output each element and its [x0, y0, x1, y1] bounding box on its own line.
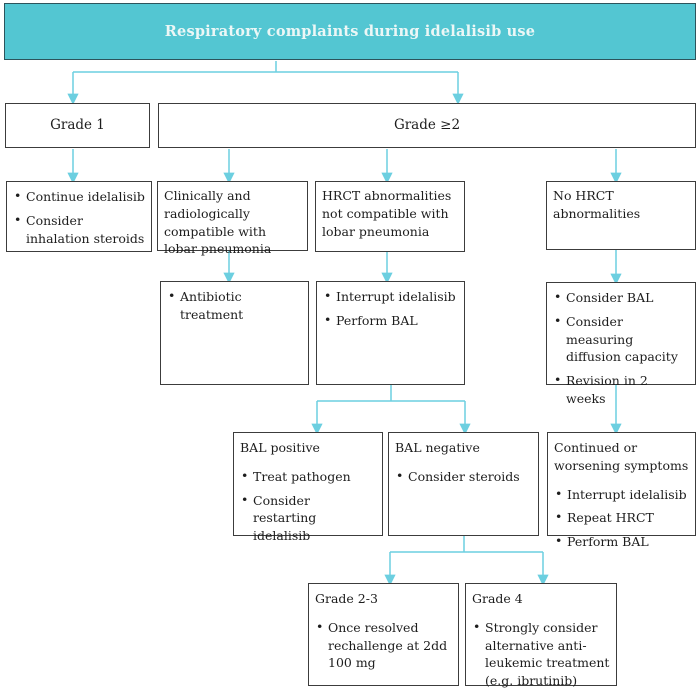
- connector-balneg-split: [390, 536, 543, 553]
- bullet-list: Consider steroids: [395, 467, 532, 486]
- node-hrct-abnormalities-text: HRCT abnormalities not compatible with l…: [322, 188, 452, 239]
- node-grade-4: Grade 4 Strongly consider alternative an…: [465, 583, 617, 688]
- bullet-item: Interrupt idelalisib: [323, 287, 458, 306]
- bullet-item: Antibiotic treatment: [167, 287, 302, 324]
- bullet-item: Consider steroids: [395, 467, 532, 486]
- bullet-list: Consider BAL Consider measuring diffusion…: [553, 288, 689, 408]
- node-lobar-compatible-text: Clinically and radiologically compatible…: [164, 188, 272, 257]
- node-hrct-abnormalities: HRCT abnormalities not compatible with l…: [315, 181, 465, 252]
- node-grade-4-header: Grade 4: [472, 591, 523, 606]
- node-bal-positive: BAL positive Treat pathogenConsider rest…: [233, 432, 383, 543]
- bullet-item: Revision in 2 weeks: [553, 371, 689, 408]
- node-grade1-actions: Continue idelalisibConsider inhalation s…: [6, 181, 152, 252]
- node-continued-symptoms-header: Continued or worsening symptoms: [554, 440, 689, 473]
- title-banner: Respiratory complaints during idelalisib…: [4, 3, 696, 60]
- bullet-item: Consider measuring diffusion capacity: [553, 312, 689, 366]
- bullet-item: Consider inhalation steroids: [13, 211, 145, 248]
- connector-interrupt-split: [317, 385, 465, 402]
- node-bal-positive-header: BAL positive: [240, 440, 320, 455]
- node-antibiotic-treatment: Antibiotic treatment: [160, 281, 309, 385]
- node-bal-negative: BAL negative Consider steroids: [388, 432, 539, 536]
- node-grade-1: Grade 1: [5, 103, 150, 148]
- bullet-item: Perform BAL: [323, 311, 458, 330]
- node-grade-2plus: Grade ≥2: [158, 103, 696, 148]
- node-bal-negative-header: BAL negative: [395, 440, 480, 455]
- node-continued-symptoms: Continued or worsening symptoms Interrup…: [547, 432, 696, 550]
- bullet-list: Interrupt idelalisibPerform BAL: [323, 287, 458, 330]
- connector-header-split: [73, 61, 458, 73]
- bullet-item: Strongly consider alternative anti-leuke…: [472, 618, 610, 690]
- bullet-list: Once resolved rechallenge at 2dd 100 mg: [315, 618, 452, 672]
- bullet-list: Strongly consider alternative anti-leuke…: [472, 618, 610, 690]
- bullet-list: Antibiotic treatment: [167, 287, 302, 324]
- node-no-hrct: No HRCT abnormalities: [546, 181, 696, 250]
- bullet-item: Once resolved rechallenge at 2dd 100 mg: [315, 618, 452, 672]
- bullet-item: Consider BAL: [553, 288, 689, 307]
- bullet-item: Consider restarting idelalisib: [240, 490, 376, 545]
- bullet-item: Interrupt idelalisib: [554, 485, 689, 504]
- bullet-list: Interrupt idelalisibRepeat HRCT Perform B…: [554, 485, 689, 551]
- bullet-item: Repeat HRCT: [554, 508, 689, 527]
- node-no-hrct-text: No HRCT abnormalities: [553, 188, 641, 221]
- bullet-item: Perform BAL: [554, 532, 689, 551]
- node-grade-2-3: Grade 2-3 Once resolved rechallenge at 2…: [308, 583, 459, 686]
- node-grade-2plus-label: Grade ≥2: [393, 116, 461, 133]
- bullet-list: Treat pathogenConsider restarting idelal…: [240, 467, 376, 545]
- bullet-item: Treat pathogen: [240, 467, 376, 486]
- bullet-item: Continue idelalisib: [13, 187, 145, 206]
- node-grade-2-3-header: Grade 2-3: [315, 591, 378, 606]
- node-consider-bal: Consider BAL Consider measuring diffusion…: [546, 282, 696, 406]
- bullet-list: Continue idelalisibConsider inhalation s…: [13, 187, 145, 248]
- page-title: Respiratory complaints during idelalisib…: [164, 23, 536, 40]
- node-interrupt-idelalisib: Interrupt idelalisibPerform BAL: [316, 281, 465, 385]
- node-lobar-compatible: Clinically and radiologically compatible…: [157, 181, 308, 256]
- node-grade-1-label: Grade 1: [50, 116, 105, 133]
